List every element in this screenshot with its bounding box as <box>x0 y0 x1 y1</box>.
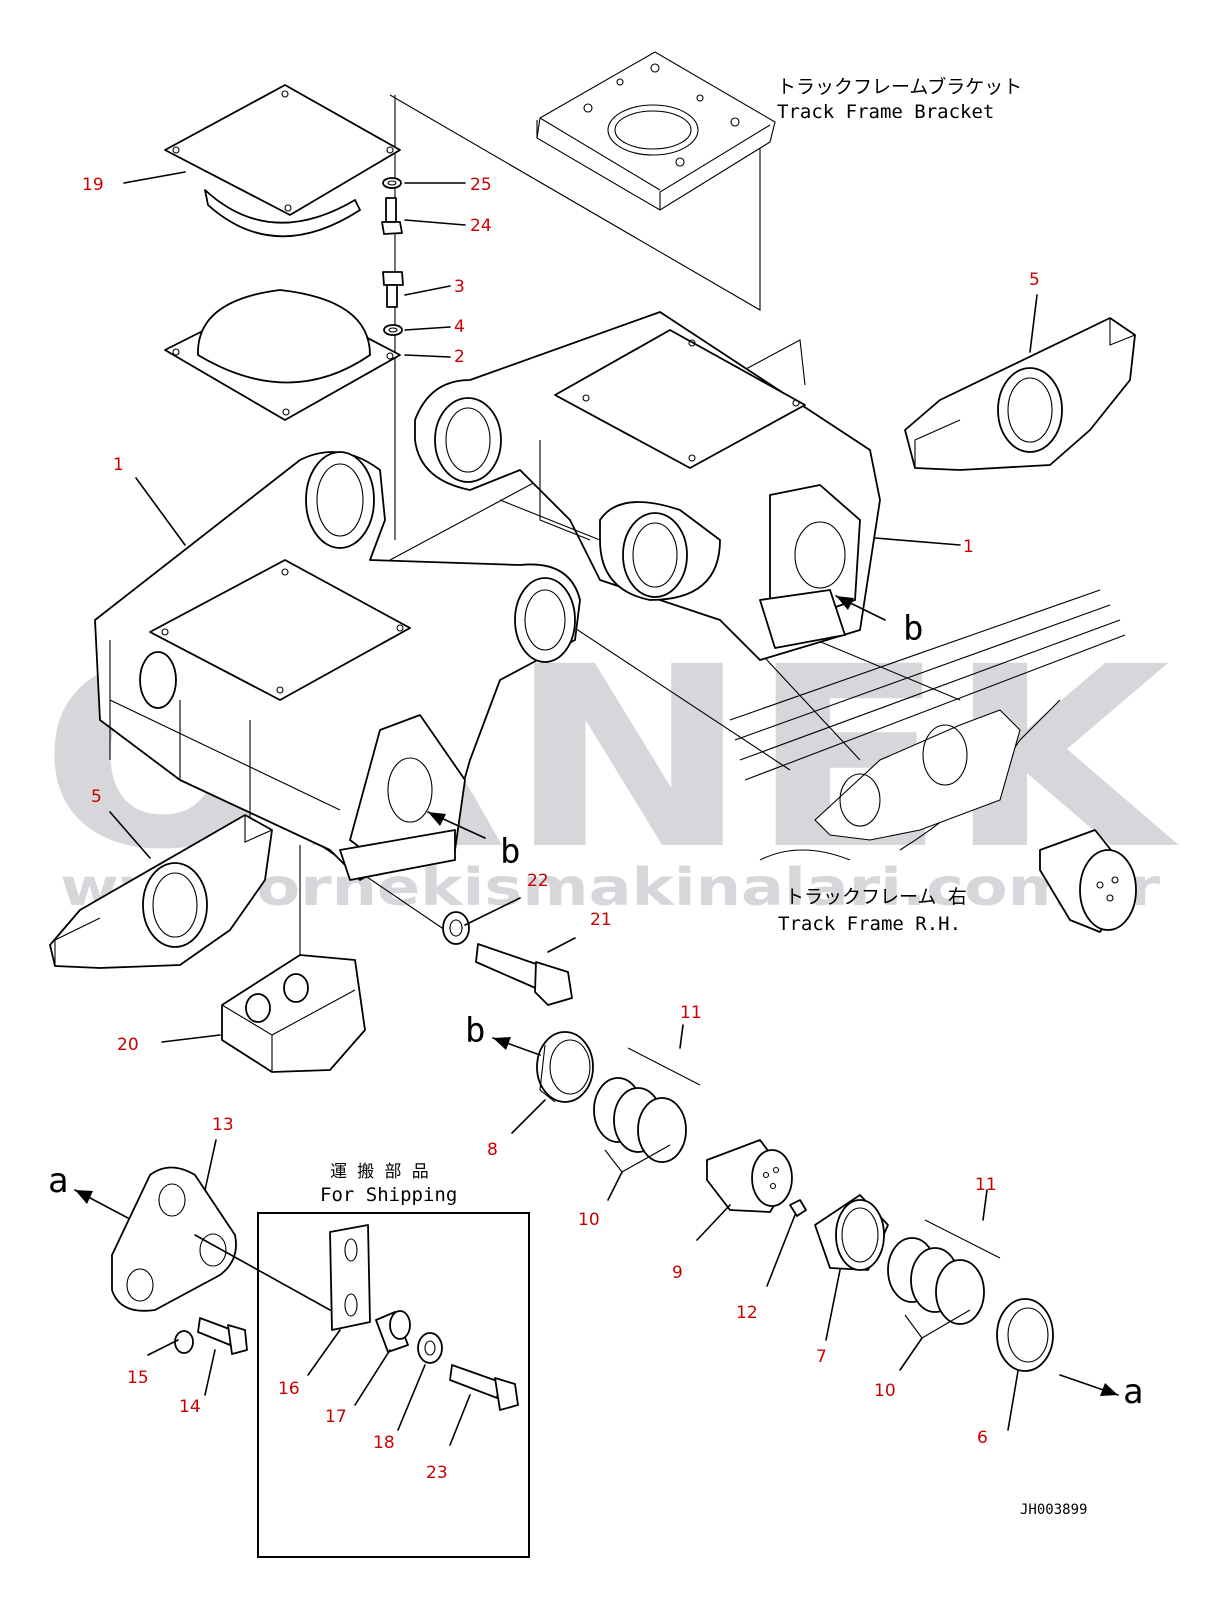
part-10-rings-lower <box>887 1219 1001 1339</box>
callout-13: 13 <box>212 1115 234 1135</box>
frame-caption-en: Track Frame R.H. <box>778 913 961 935</box>
callout-20: 20 <box>117 1035 139 1055</box>
frame-caption-jp: トラックフレーム 右 <box>785 886 967 908</box>
hardware-top <box>381 177 404 336</box>
part-7-sleeve <box>814 1194 889 1271</box>
callout-17: 17 <box>325 1407 347 1427</box>
callout-25: 25 <box>470 175 492 195</box>
part-20-block <box>221 954 366 1073</box>
part-6-seal <box>996 1298 1054 1372</box>
callout-14: 14 <box>179 1397 201 1417</box>
view-marker-b-2: b <box>500 832 520 872</box>
callout-23: 19 <box>82 175 104 195</box>
shipping-caption-jp: 運 搬 部 品 <box>330 1162 429 1182</box>
view-arrows <box>74 595 1119 1396</box>
callout-1-right: 1 <box>963 537 974 557</box>
callout-10-lower: 10 <box>874 1381 896 1401</box>
part-13-plate <box>111 1166 237 1312</box>
callout-10-upper: 10 <box>578 1210 600 1230</box>
shipping-box <box>257 1212 530 1558</box>
shipping-caption-en: For Shipping <box>320 1184 457 1206</box>
part-23-cover <box>164 84 401 238</box>
callout-5-upper: 5 <box>1029 270 1040 290</box>
view-marker-a-1: a <box>48 1161 68 1201</box>
callout-11-lower: 11 <box>975 1175 997 1195</box>
drawing-number: JH003899 <box>1020 1502 1087 1518</box>
track-frame-rear <box>414 311 881 661</box>
pin-right <box>1039 829 1137 933</box>
callout-18: 18 <box>373 1433 395 1453</box>
callout-16: 16 <box>278 1379 300 1399</box>
part-5-upper <box>904 317 1136 471</box>
callout-9: 9 <box>672 1263 683 1283</box>
track-frame-bracket <box>536 51 776 211</box>
part-10-rings-upper <box>593 1047 701 1173</box>
parts-14-15 <box>174 1317 248 1355</box>
callout-1-left: 1 <box>113 455 124 475</box>
track-frame-rh <box>729 589 1126 861</box>
track-frame-front <box>94 451 581 881</box>
part-5-lower <box>49 814 273 969</box>
callout-8: 8 <box>487 1140 498 1160</box>
bracket-caption-en: Track Frame Bracket <box>777 101 994 123</box>
callout-11-upper: 11 <box>680 1003 702 1023</box>
part-8-seal <box>536 1031 594 1103</box>
callout-3: 3 <box>454 277 465 297</box>
view-marker-b-3: b <box>465 1011 485 1051</box>
callout-2: 2 <box>454 347 465 367</box>
callouts: 19 25 24 3 4 2 5 1 1 5 22 21 20 11 8 10 … <box>82 175 1040 1483</box>
callout-22: 22 <box>527 871 549 891</box>
callout-7: 7 <box>816 1347 827 1367</box>
callout-19: 23 <box>426 1463 448 1483</box>
bracket-caption-jp: トラックフレームブラケット <box>777 75 1022 98</box>
part-9-bushing <box>706 1139 793 1213</box>
shipping-parts <box>329 1224 519 1411</box>
callout-15: 15 <box>127 1368 149 1388</box>
callout-5-lower: 5 <box>91 787 102 807</box>
leader-lines <box>109 171 1038 1446</box>
callout-4: 4 <box>454 317 465 337</box>
view-marker-b-1: b <box>903 609 923 649</box>
parts-21-22 <box>442 911 573 1006</box>
view-marker-a-2: a <box>1123 1372 1143 1412</box>
callout-6: 6 <box>977 1428 988 1448</box>
part-2-dome-cover <box>164 289 401 421</box>
part-12-plug <box>789 1199 807 1217</box>
callout-24: 24 <box>470 216 492 236</box>
callout-21: 21 <box>590 910 612 930</box>
callout-12: 12 <box>736 1303 758 1323</box>
